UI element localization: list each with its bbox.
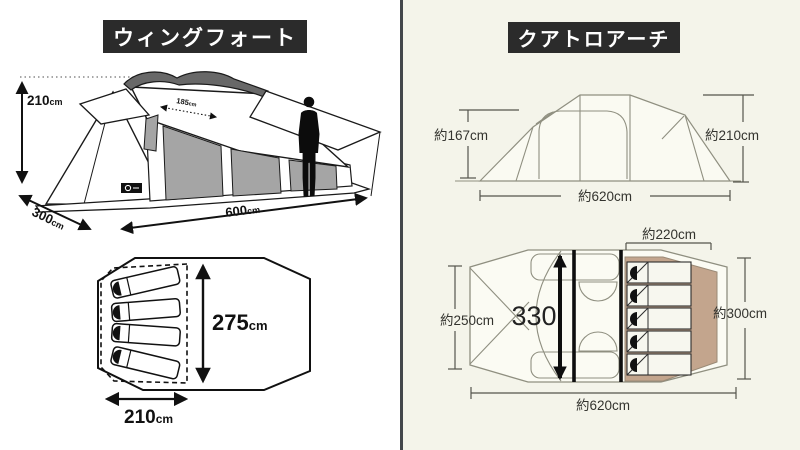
sleeping-bag xyxy=(110,297,181,323)
total-length-label: 約620cm xyxy=(576,398,630,413)
ridge-width-label: 185cm xyxy=(176,96,198,108)
quattroarch-front-view xyxy=(455,94,741,182)
door-semicircle xyxy=(578,281,618,302)
wingfort-dimensions: 210cm 185cm 300cm 600cm xyxy=(15,81,368,235)
vent-line xyxy=(535,111,554,125)
guy-line xyxy=(370,131,381,197)
mesh-panels xyxy=(143,114,338,201)
wingfort-drawing: 210cm 185cm 300cm 600cm xyxy=(15,71,382,428)
quattroarch-plan-dimensions: 約220cm 約250cm 約300cm 約620cm xyxy=(440,227,767,413)
side-brace xyxy=(515,126,534,182)
quattroarch-drawing: 約167cm 約210cm 約620cm xyxy=(434,94,767,413)
vestibule-pole xyxy=(469,267,530,331)
sleeping-bags xyxy=(110,266,181,380)
side-brace xyxy=(684,114,705,182)
vestibule-pole xyxy=(469,301,530,365)
sleeping-bag xyxy=(626,307,692,330)
center-length-label: 330 xyxy=(511,301,556,331)
wingfort-panel: ウィングフォート xyxy=(15,20,382,428)
length-label: 600cm xyxy=(224,201,260,220)
height-label: 210cm xyxy=(27,93,63,108)
vestibule-depth-label: 約250cm xyxy=(440,313,494,328)
wingfort-title-label: ウィングフォート xyxy=(113,26,297,50)
inner-width-label: 210cm xyxy=(124,407,173,428)
sleeping-bag xyxy=(110,322,181,347)
sleeping-bag xyxy=(110,346,181,380)
tent-brand-badge-icon xyxy=(121,183,142,193)
arched-door xyxy=(538,110,628,179)
sleeping-bag xyxy=(626,330,692,353)
side-height-label: 約167cm xyxy=(434,128,488,143)
vestibule-arc xyxy=(535,250,562,382)
mesh-panel xyxy=(143,114,159,152)
quattroarch-title-label: クアトロアーチ xyxy=(517,29,671,51)
tent-outline xyxy=(478,94,732,182)
side-brace xyxy=(661,115,685,140)
standing-person-silhouette-icon xyxy=(298,96,320,197)
sleeping-bag xyxy=(626,261,692,284)
quattroarch-panel: クアトロアーチ xyxy=(400,0,800,450)
length-dimension-arrow xyxy=(120,192,368,235)
peak-height-label: 約210cm xyxy=(705,128,759,143)
inner-room-depth-label: 約300cm xyxy=(713,306,767,321)
wingfort-side-view xyxy=(20,71,382,213)
sleeping-bag xyxy=(626,284,692,307)
sleeping-bag xyxy=(110,266,181,299)
inner-depth-label: 275cm xyxy=(212,310,268,335)
inner-room-width-label: 約220cm xyxy=(642,227,696,242)
quattroarch-title: クアトロアーチ xyxy=(508,22,680,53)
depth-dimension-arrow xyxy=(18,194,92,231)
left-wing-awning xyxy=(78,88,151,125)
quattroarch-floor-plan: 330 xyxy=(469,249,728,383)
sleeping-bags xyxy=(626,261,692,376)
total-width-label: 約620cm xyxy=(578,189,632,204)
quattroarch-front-dimensions: 約167cm 約210cm 約620cm xyxy=(434,94,759,204)
wingfort-title: ウィングフォート xyxy=(103,20,307,53)
door-semicircle xyxy=(578,331,618,352)
sleeping-bag xyxy=(626,353,692,376)
wingfort-floor-plan: 275cm 210cm xyxy=(97,257,311,428)
